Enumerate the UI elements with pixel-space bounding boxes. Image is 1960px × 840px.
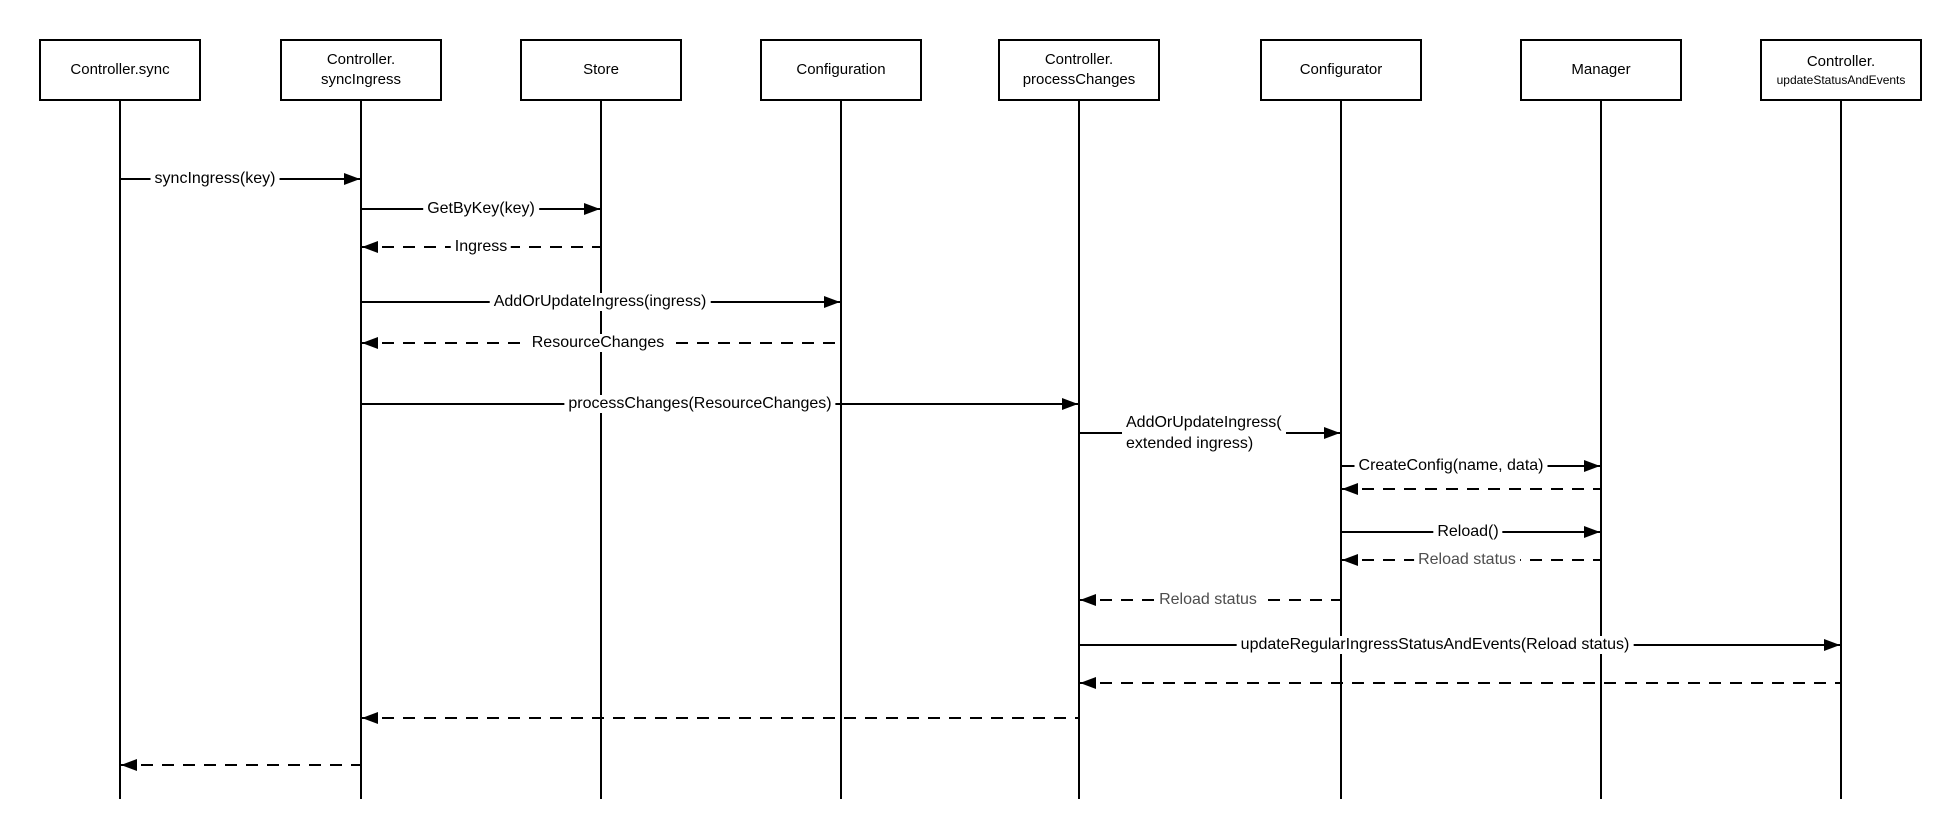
lifeline-manager [1600,101,1602,799]
arrowhead-icon [1324,427,1340,439]
lifeline-configurator [1340,101,1342,799]
message-label: AddOrUpdateIngress( extended ingress) [1122,412,1286,454]
lifeline-controller-processchanges [1078,101,1080,799]
participant-controller-updatestatusandevents: Controller. updateStatusAndEvents [1760,39,1922,101]
message-label: ResourceChanges [527,334,669,352]
message-label: Reload status [1414,551,1520,569]
participant-label: Controller. [1044,51,1114,68]
participant-configuration: Configuration [760,39,922,101]
arrowhead-icon [121,759,137,771]
participant-label: Controller.sync [70,61,170,78]
message-label: updateRegularIngressStatusAndEvents(Relo… [1236,636,1634,654]
arrowhead-icon [1342,483,1358,495]
arrowhead-icon [362,241,378,253]
lifeline-controller-sync [119,101,121,799]
participant-label: updateStatusAndEvents [1776,73,1906,87]
participant-manager: Manager [1520,39,1682,101]
message-label: AddOrUpdateIngress(ingress) [489,293,711,311]
lifeline-configuration [840,101,842,799]
participant-label: Configurator [1299,61,1383,78]
arrowhead-icon [362,712,378,724]
arrowhead-icon [1080,677,1096,689]
arrowhead-icon [1080,594,1096,606]
message-label: syncIngress(key) [150,170,280,188]
message-label: processChanges(ResourceChanges) [564,395,836,413]
arrowhead-icon [1824,639,1840,651]
message-line [1079,682,1841,684]
message-label: Ingress [450,238,512,256]
arrowhead-icon [1062,398,1078,410]
arrowhead-icon [1584,526,1600,538]
arrowhead-icon [584,203,600,215]
arrowhead-icon [1584,460,1600,472]
participant-store: Store [520,39,682,101]
message-label: GetByKey(key) [423,200,539,218]
message-label-line: extended ingress) [1126,435,1254,452]
lifeline-controller-syncingress [360,101,362,799]
participant-label: Store [583,61,619,78]
participant-controller-processchanges: Controller. processChanges [998,39,1160,101]
participant-label: Controller. [1806,53,1876,70]
message-label-line: AddOrUpdateIngress( [1126,414,1282,431]
arrowhead-icon [824,296,840,308]
message-line [120,764,361,766]
participant-label: syncIngress [320,71,402,88]
arrowhead-icon [344,173,360,185]
participant-controller-syncingress: Controller. syncIngress [280,39,442,101]
arrowhead-icon [1342,554,1358,566]
participant-label: Controller. [326,51,396,68]
arrowhead-icon [362,337,378,349]
lifeline-controller-updatestatusandevents [1840,101,1842,799]
message-label: Reload status [1155,591,1261,609]
message-label: Reload() [1433,523,1503,541]
message-line [1341,488,1601,490]
message-line [361,717,1079,719]
message-label: CreateConfig(name, data) [1354,457,1548,475]
lifeline-store [600,101,602,799]
participant-controller-sync: Controller.sync [39,39,201,101]
participant-label: Manager [1571,61,1631,78]
participant-configurator: Configurator [1260,39,1422,101]
participant-label: Configuration [796,61,886,78]
participant-label: processChanges [1022,71,1136,88]
